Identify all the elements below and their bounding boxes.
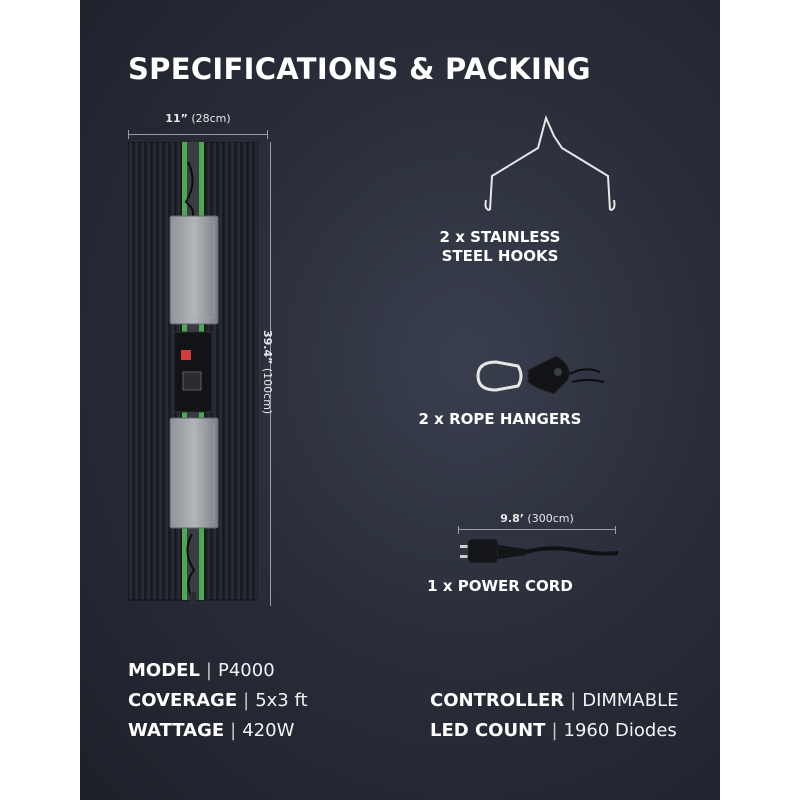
power-cord-label: 1 x POWER CORD [427, 577, 573, 595]
hooks-label: 2 x STAINLESS STEEL HOOKS [439, 228, 561, 265]
power-cord-icon [460, 538, 619, 564]
spec-model: MODEL|P4000 [128, 660, 275, 681]
spec-wattage: WATTAGE|420W [128, 720, 295, 741]
width-dimension: 11” (28cm) [128, 112, 268, 142]
spec-controller: CONTROLLER|DIMMABLE [430, 690, 679, 711]
length-dimension: 39.4” (100cm) [261, 142, 278, 606]
page-title: SPECIFICATIONS & PACKING [128, 52, 591, 86]
length-label: 39.4” (100cm) [261, 330, 274, 415]
cord-length-dimension: 9.8’ (300cm) [458, 512, 616, 534]
stainless-hook-icon [484, 115, 616, 211]
spec-coverage: COVERAGE|5x3 ft [128, 690, 308, 711]
rope-hangers-label: 2 x ROPE HANGERS [418, 410, 582, 428]
spec-led-count: LED COUNT|1960 Diodes [430, 720, 677, 741]
product-spec-panel: SPECIFICATIONS & PACKING 11” (28cm) [80, 0, 720, 800]
grow-light-image [128, 142, 258, 604]
width-label: 11” (28cm) [165, 112, 231, 125]
rope-hanger-icon [476, 355, 605, 395]
cord-length-label: 9.8’ (300cm) [500, 512, 574, 525]
